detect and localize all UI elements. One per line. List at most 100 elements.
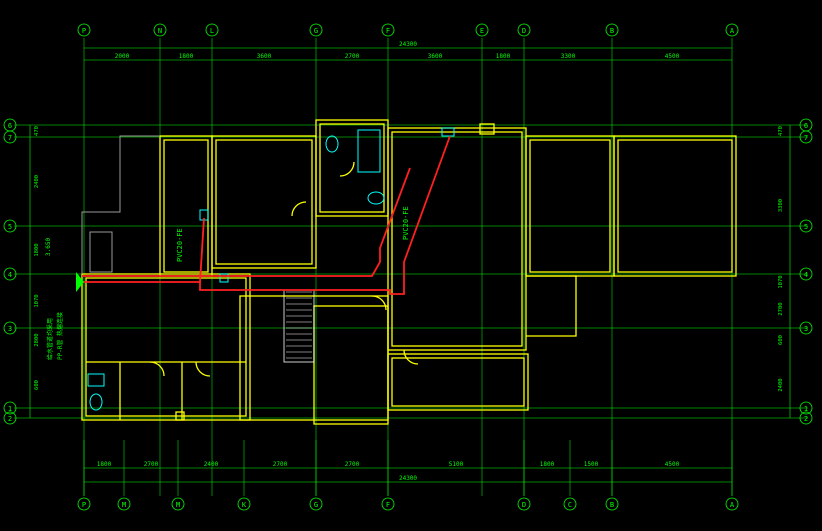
- terrace-outline: [81, 135, 160, 274]
- shower-icon: [357, 129, 381, 173]
- top-axis-bubble-label: G: [314, 27, 318, 35]
- left-axis-bubble-label: 1: [8, 405, 12, 413]
- wall-stair-room: [313, 305, 389, 425]
- top-axis-bubble: [205, 23, 219, 37]
- door-arc-4: [339, 161, 355, 177]
- left-axis-bubble: [3, 401, 17, 415]
- top-axis-bubble: [605, 23, 619, 37]
- wall-center-inner: [391, 131, 523, 347]
- bottom-axis-bubble-label: A: [730, 501, 735, 509]
- pipe-label-2: PVC20-FE: [402, 206, 410, 240]
- top-dim-label: 2000: [115, 53, 130, 60]
- fixtures: [87, 127, 455, 411]
- wall-lower-right-inner: [391, 357, 525, 407]
- right-axis-bubble-label: 5: [804, 223, 808, 231]
- bottom-axis-bubble: [725, 497, 739, 511]
- basin-icon-2: [87, 373, 105, 387]
- top-axis-bubble: [153, 23, 167, 37]
- bottom-axis-bubble: [237, 497, 251, 511]
- top-axis-bubble: [475, 23, 489, 37]
- top-dim-label: 3600: [257, 53, 272, 60]
- bottom-axis-bubble: [309, 497, 323, 511]
- pipe-label-1: PVC20-FE: [176, 228, 184, 262]
- bottom-axis-bubble: [605, 497, 619, 511]
- left-dim-label: 2400: [34, 175, 40, 188]
- left-axis-bubble-label: 2: [8, 415, 12, 423]
- wall-left-wing: [81, 273, 251, 421]
- right-dim-label: 1070: [778, 275, 784, 288]
- top-total-label: 24300: [399, 41, 417, 48]
- top-axis-bubble: [309, 23, 323, 37]
- wall-room-a: [159, 135, 213, 277]
- wall-bay: [526, 275, 577, 337]
- top-axis-bubble-label: B: [610, 27, 614, 35]
- wall-right-2-inner: [617, 139, 733, 273]
- bottom-axis-bubble-label: K: [242, 501, 247, 509]
- wall-bath-inner: [319, 123, 385, 213]
- right-dim-label: 2400: [778, 378, 784, 391]
- top-axis-bubble: [517, 23, 531, 37]
- right-axis-bubble-label: 3: [804, 325, 808, 333]
- wall-room-b: [211, 135, 317, 269]
- wall-column-1: [479, 123, 495, 135]
- wall-lower-right: [387, 353, 529, 411]
- elevation-label: 3.650: [45, 238, 52, 256]
- riser-icon: [441, 127, 455, 137]
- pipe-riser: [199, 217, 205, 283]
- wall-right-2: [613, 135, 737, 277]
- bottom-dim-label: 2700: [144, 461, 159, 468]
- right-axis-bubble-label: 4: [804, 271, 808, 279]
- bottom-total-label: 24300: [399, 475, 417, 482]
- bottom-dim-label: 1800: [540, 461, 555, 468]
- left-axis-bubble: [3, 219, 17, 233]
- terrace-steps: [89, 231, 113, 273]
- door-arc-1: [149, 361, 165, 377]
- bottom-dim-label: 1800: [97, 461, 112, 468]
- bottom-axis-bubble: [171, 497, 185, 511]
- bottom-axis-bubble-label: B: [610, 501, 614, 509]
- bottom-dim-label: 1500: [584, 461, 599, 468]
- left-dim-label: 2800: [34, 333, 40, 346]
- top-dim-label: 3300: [561, 53, 576, 60]
- right-axis-bubble-label: 2: [804, 415, 808, 423]
- right-axis-bubble: [799, 321, 813, 335]
- stair-treads: [286, 291, 312, 359]
- left-axis-bubble-label: 3: [8, 325, 12, 333]
- bottom-dim-label: 2700: [273, 461, 288, 468]
- left-dim-label: 600: [34, 380, 40, 390]
- door-arc-2: [195, 361, 211, 377]
- note-line-1: 给水管道均采用: [46, 318, 54, 360]
- left-axis-bubble-label: 4: [8, 271, 12, 279]
- left-axis-bubble-label: 7: [8, 134, 12, 142]
- bottom-dim-label: 5100: [449, 461, 464, 468]
- top-axis-bubble-label: F: [386, 27, 390, 35]
- terrace-line: [81, 135, 160, 274]
- pipe-branch: [82, 167, 411, 277]
- bottom-axis-bubble: [117, 497, 131, 511]
- toilet-icon-2: [89, 393, 103, 411]
- top-axis-bubble-label: E: [480, 27, 484, 35]
- bottom-axis-bubble: [517, 497, 531, 511]
- stairs: [283, 289, 315, 363]
- top-axis-bubble: [381, 23, 395, 37]
- door-arc-3: [291, 201, 307, 217]
- top-axis-bubble-label: L: [210, 27, 214, 35]
- right-dim-label: 2700: [778, 302, 784, 315]
- left-axis-bubble: [3, 411, 17, 425]
- door-arc-5: [371, 295, 387, 311]
- valve-icon-2: [219, 273, 229, 283]
- top-axis-bubble: [77, 23, 91, 37]
- bottom-axis-bubble-label: P: [82, 501, 86, 509]
- top-axis-bubble-label: N: [158, 27, 162, 35]
- left-dim-label: 1800: [34, 243, 40, 256]
- left-dim-label: 1070: [34, 294, 40, 307]
- wall-column-2: [175, 411, 185, 421]
- right-dim-label: 600: [778, 335, 784, 345]
- right-axis-bubble: [799, 267, 813, 281]
- left-axis-bubble-label: 6: [8, 122, 12, 130]
- wall-right-1: [525, 135, 615, 277]
- left-axis-bubble: [3, 267, 17, 281]
- bottom-axis-bubble-label: G: [314, 501, 318, 509]
